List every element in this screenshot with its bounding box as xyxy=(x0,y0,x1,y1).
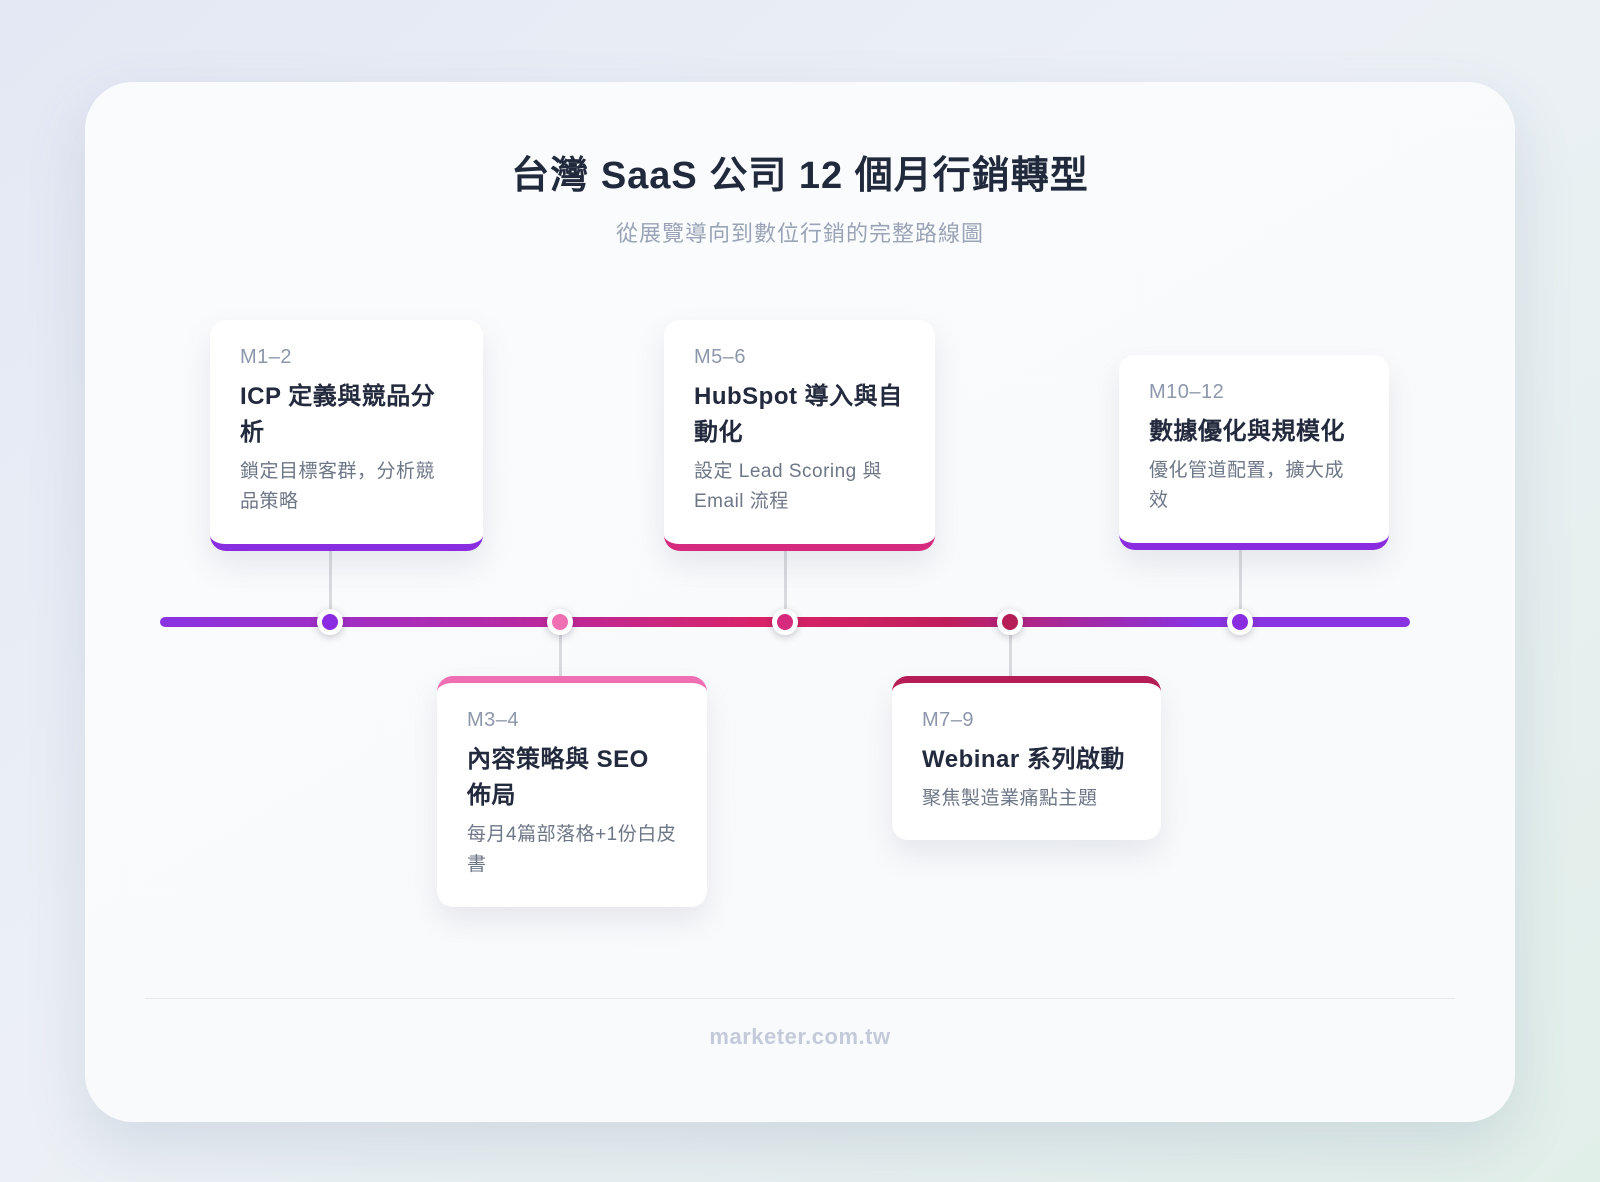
timeline-dot-m10-12 xyxy=(1227,609,1253,635)
milestone-title: Webinar 系列啟動 xyxy=(922,746,1125,773)
connector-m10-12 xyxy=(1239,540,1242,617)
connector-m1-2 xyxy=(329,540,332,617)
milestone-description: 每月4篇部落格+1份白皮書 xyxy=(467,824,677,876)
connector-m3-4 xyxy=(559,627,562,676)
milestone-period: M7–9 xyxy=(922,709,975,731)
milestone-period: M3–4 xyxy=(467,709,520,731)
milestone-period: M5–6 xyxy=(694,346,747,368)
milestone-title: 數據優化與規模化 xyxy=(1149,418,1345,445)
footer-site-label: marketer.com.tw xyxy=(709,1024,891,1049)
page-subtitle: 從展覽導向到數位行銷的完整路線圖 xyxy=(615,221,984,246)
timeline-dot-m7-9 xyxy=(997,609,1023,635)
connector-m5-6 xyxy=(784,540,787,617)
timeline-dot-m3-4 xyxy=(547,609,573,635)
milestone-card-m3-4: M3–4 內容策略與 SEO 佈局 每月4篇部落格+1份白皮書 xyxy=(437,676,707,907)
footer-divider xyxy=(145,998,1455,999)
milestone-card-m1-2: M1–2 ICP 定義與競品分析 鎖定目標客群，分析競品策略 xyxy=(210,320,483,551)
milestone-description: 優化管道配置，擴大成效 xyxy=(1149,460,1345,512)
roadmap-panel: 台灣 SaaS 公司 12 個月行銷轉型 從展覽導向到數位行銷的完整路線圖 M1… xyxy=(85,82,1515,1122)
timeline-dot-m5-6 xyxy=(772,609,798,635)
milestone-period: M1–2 xyxy=(240,346,293,368)
milestone-title: ICP 定義與競品分析 xyxy=(240,383,436,446)
milestone-card-m5-6: M5–6 HubSpot 導入與自動化 設定 Lead Scoring 與 Em… xyxy=(664,320,935,551)
milestone-description: 聚焦製造業痛點主題 xyxy=(922,788,1098,809)
milestone-period: M10–12 xyxy=(1149,381,1225,403)
milestone-title: 內容策略與 SEO 佈局 xyxy=(467,746,649,809)
milestone-title: HubSpot 導入與自動化 xyxy=(694,383,903,446)
milestone-card-m7-9: M7–9 Webinar 系列啟動 聚焦製造業痛點主題 xyxy=(892,676,1161,841)
connector-m7-9 xyxy=(1009,627,1012,676)
timeline-dot-m1-2 xyxy=(317,609,343,635)
milestone-card-m10-12: M10–12 數據優化與規模化 優化管道配置，擴大成效 xyxy=(1119,355,1389,550)
milestone-description: 鎖定目標客群，分析競品策略 xyxy=(240,461,436,513)
page-title: 台灣 SaaS 公司 12 個月行銷轉型 xyxy=(511,155,1089,197)
milestone-description: 設定 Lead Scoring 與 Email 流程 xyxy=(694,461,883,513)
